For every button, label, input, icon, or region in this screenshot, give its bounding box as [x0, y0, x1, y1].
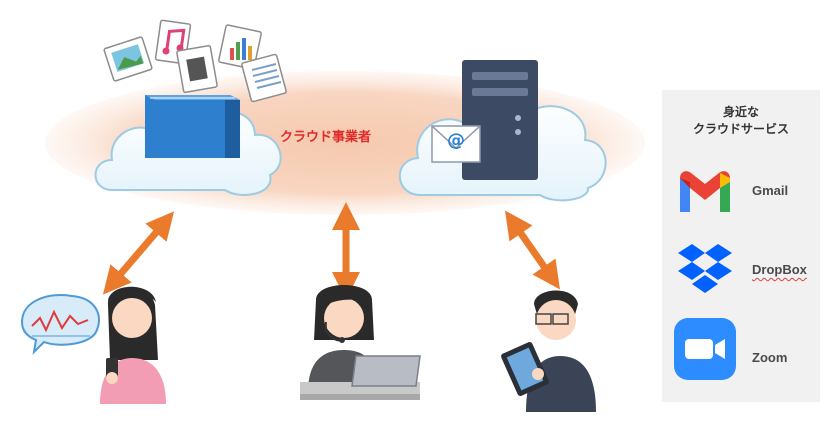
image-file-icon — [103, 36, 153, 82]
zoom-label: Zoom — [752, 350, 788, 365]
service-zoom: Zoom — [674, 318, 820, 388]
panel-title-line1: 身近な — [722, 105, 759, 119]
person-with-tablet-icon — [501, 290, 596, 412]
video-file-icon — [176, 44, 218, 94]
person-with-phone-icon — [20, 286, 166, 404]
services-panel: 身近な クラウドサービス Gmail DropBox — [662, 90, 820, 402]
gmail-icon — [680, 171, 730, 212]
right-arrow — [504, 210, 561, 290]
dropbox-label: DropBox — [752, 262, 807, 277]
cloud-provider-label: クラウド事業者 — [280, 130, 372, 145]
service-gmail: Gmail — [674, 160, 820, 230]
email-icon: @ — [431, 125, 481, 163]
panel-title: 身近な クラウドサービス — [662, 104, 820, 138]
server-icon — [462, 60, 538, 180]
zoom-icon — [674, 318, 736, 380]
svg-text:@: @ — [447, 130, 465, 151]
chart-file-icon — [218, 24, 262, 70]
panel-title-line2: クラウドサービス — [692, 122, 789, 136]
dropbox-icon — [678, 244, 732, 293]
data-storage-book-icon — [145, 95, 240, 158]
gmail-label: Gmail — [752, 183, 789, 198]
person-with-laptop-icon — [300, 285, 421, 400]
left-arrow — [102, 211, 175, 295]
service-dropbox: DropBox — [674, 238, 820, 308]
document-file-icon — [241, 53, 287, 103]
